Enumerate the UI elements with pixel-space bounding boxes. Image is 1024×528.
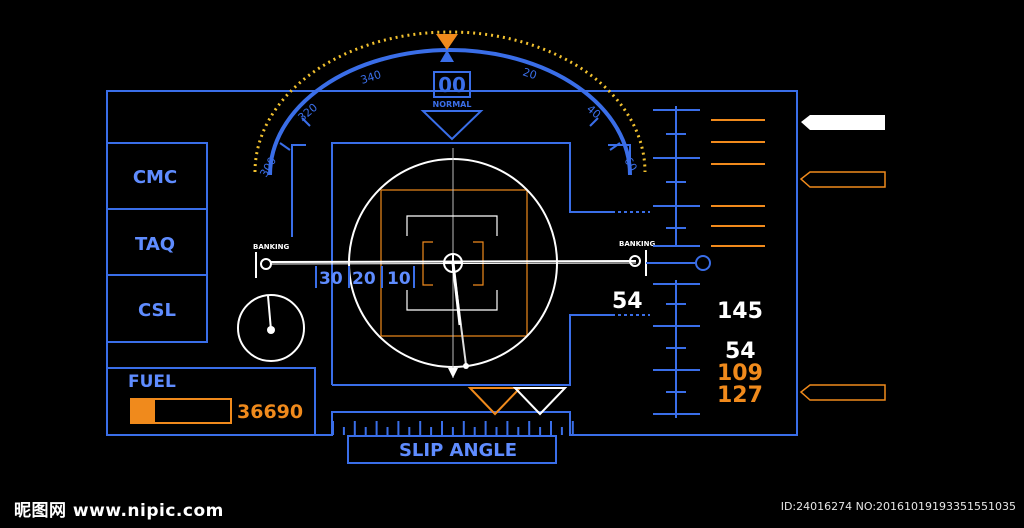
altitude-tape: [653, 106, 700, 418]
slip-angle-label: SLIP ANGLE: [399, 440, 517, 461]
heading-tick-60: 60: [621, 155, 639, 174]
heading-tick-300: 300: [257, 155, 279, 180]
fuel-gauge-fill: [131, 399, 155, 423]
heading-tick-340: 340: [359, 68, 383, 87]
heading-box: [433, 71, 471, 98]
center-frame: [331, 142, 650, 386]
fuel-panel: [107, 367, 316, 435]
pitch-mark-20: 20: [352, 269, 376, 289]
heading-caret-icon: [440, 50, 454, 62]
small-dial: [237, 294, 305, 362]
heading-arc: [253, 30, 647, 237]
watermark-right: ID:24016274 NO:20161019193351551035: [780, 500, 1016, 513]
heading-tick-20: 20: [521, 65, 538, 82]
slip-triangle-white-icon: [512, 387, 568, 416]
heading-value: 00: [438, 73, 466, 97]
crosshair-icon: [443, 253, 463, 273]
watermark-left: 昵图网 www.nipic.com: [14, 501, 224, 521]
banking-right: [629, 250, 711, 276]
vertical-speed-readout: 54: [725, 339, 756, 364]
slip-angle-box: [347, 435, 557, 464]
banking-label-left: BANKING: [253, 243, 289, 251]
altitude-readout: 145: [717, 299, 763, 324]
pointer-tag-orange-icon: [799, 384, 886, 401]
mode-cmc[interactable]: CMC: [133, 167, 177, 188]
orange-readout-1: 109: [717, 361, 763, 386]
heading-mode: NORMAL: [433, 100, 472, 109]
orange-readout-2: 127: [717, 383, 763, 408]
pointer-tag-orange-icon: [799, 171, 886, 188]
slip-scale: [332, 421, 574, 435]
mode-panel: [106, 142, 208, 343]
pitch-mark-30: 30: [319, 269, 343, 289]
fuel-label: FUEL: [128, 372, 176, 392]
banking-label-right: BANKING: [619, 240, 655, 248]
banking-left: [255, 252, 272, 278]
mode-taq[interactable]: TAQ: [135, 234, 175, 255]
fuel-value: 36690: [237, 401, 303, 423]
target-bars: [711, 119, 765, 247]
pointer-tag-white-icon: [801, 115, 885, 130]
main-frame: [106, 90, 798, 436]
pitch-mark-10: 10: [387, 269, 411, 289]
heading-pointer-icon: [420, 110, 484, 141]
speed-readout: 54: [612, 289, 643, 314]
pitch-ladder: [315, 266, 415, 288]
mode-csl[interactable]: CSL: [138, 300, 176, 321]
heading-bug-icon: [436, 34, 458, 50]
slip-triangle-orange-icon: [467, 387, 523, 416]
